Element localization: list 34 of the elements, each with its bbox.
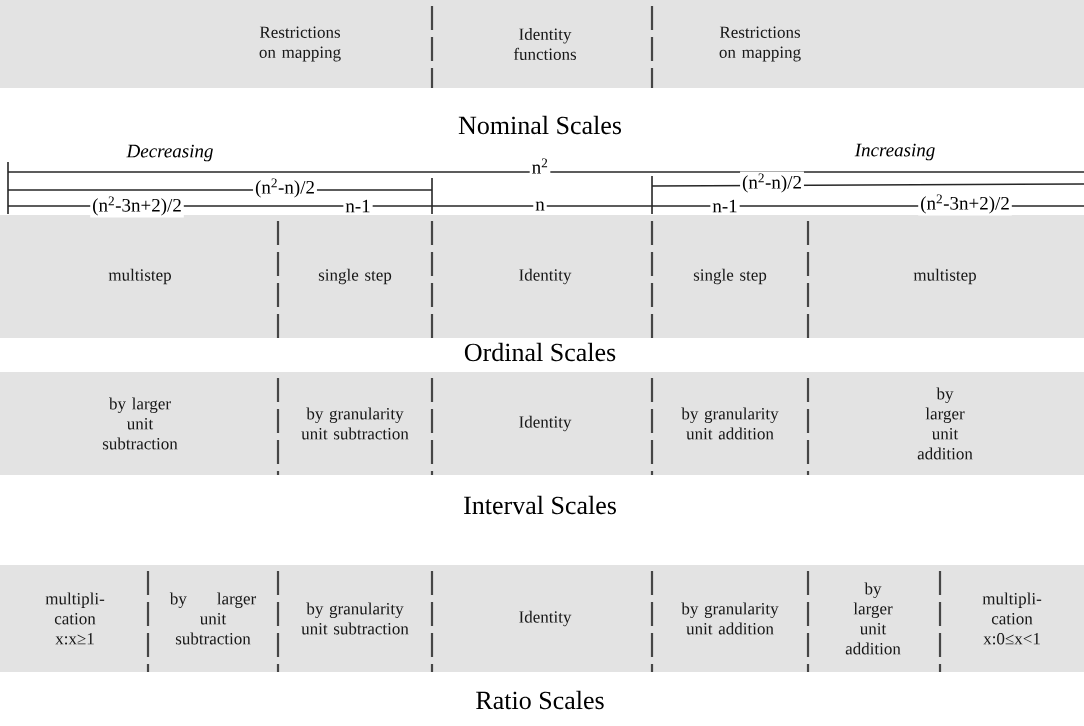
cell-text: Restrictions on mapping <box>719 26 801 62</box>
cell-text: by larger unit subtraction <box>169 592 257 645</box>
cell-text: single step <box>693 268 767 285</box>
cell-text: Restrictions on mapping <box>259 26 341 62</box>
scale-title: Ratio Scales <box>476 690 604 710</box>
dimension-label: n-1 <box>343 197 373 215</box>
cell-text: multipli- cation x:x≥1 <box>45 592 105 645</box>
cell-text: multipli- cation x:0≤x<1 <box>982 592 1042 645</box>
dimension-label: Increasing <box>854 143 935 161</box>
cell-text: by granularity unit subtraction <box>301 407 409 440</box>
cell-text: by larger unit addition <box>845 582 901 655</box>
cell-text: multistep <box>108 268 171 285</box>
cell-text: Identity <box>519 268 572 285</box>
dimension-label: (n$^{2}$-3n+2)/2 <box>90 194 184 218</box>
cell-text: by granularity unit addition <box>681 602 779 635</box>
scale-title: Nominal Scales <box>458 115 622 135</box>
dimension-label: (n$^{2}$-n)/2 <box>740 171 804 195</box>
cell-text: Identity <box>519 610 572 627</box>
cell-text: Identity functions <box>513 28 577 60</box>
scale-title: Interval Scales <box>464 495 616 515</box>
cell-text: by granularity unit addition <box>681 407 779 440</box>
cell-text: multistep <box>913 268 976 285</box>
scale-title: Ordinal Scales <box>464 342 616 362</box>
cell-text: by granularity unit subtraction <box>301 602 409 635</box>
dimension-label: n-1 <box>710 197 740 215</box>
cell-text: by larger unit addition <box>917 387 973 460</box>
dimension-label: n$^{2}$ <box>529 156 551 176</box>
dimension-label: n <box>533 199 547 213</box>
dimension-label: (n$^{2}$-3n+2)/2 <box>918 192 1012 216</box>
cell-text: single step <box>318 268 392 285</box>
cell-text: by larger unit subtraction <box>102 397 178 450</box>
dimension-label: (n$^{2}$-n)/2 <box>253 176 317 200</box>
dimension-label: Decreasing <box>126 144 213 162</box>
cell-text: Identity <box>519 415 572 432</box>
